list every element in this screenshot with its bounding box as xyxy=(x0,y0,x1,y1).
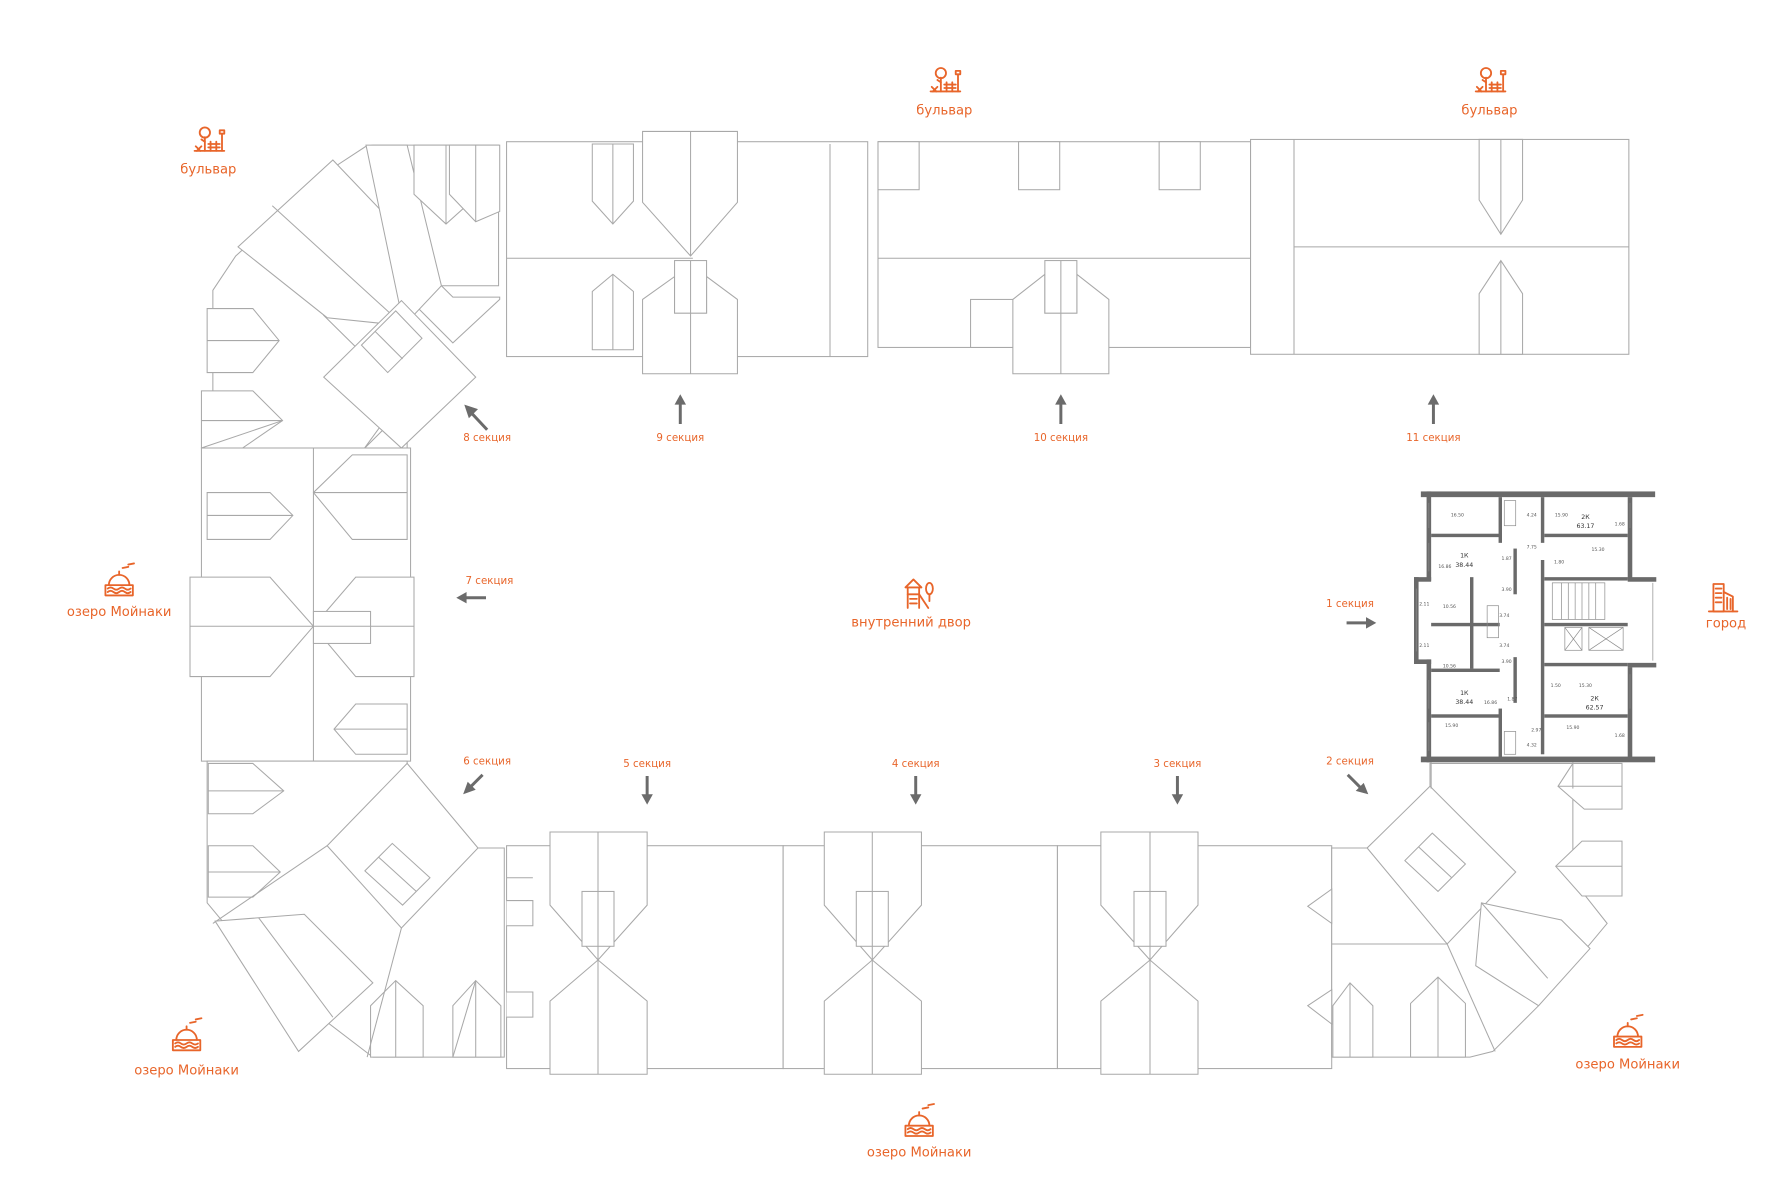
section-label: 4 секция xyxy=(892,758,940,770)
landmark-courtyard: внутренний двор xyxy=(851,578,971,630)
section-label: 10 секция xyxy=(1034,432,1088,444)
room-area: 16.86 xyxy=(1484,700,1497,706)
section-marker-9[interactable]: 9 секция xyxy=(656,394,704,444)
landmark-label: бульвар xyxy=(1461,103,1517,118)
room-area: 15.30 xyxy=(1579,683,1592,689)
building-section-10[interactable] xyxy=(877,141,1252,375)
room-area: 15.30 xyxy=(1591,547,1604,553)
landmark-label: бульвар xyxy=(180,163,236,178)
building-section-6[interactable] xyxy=(206,760,505,1058)
lake-icon xyxy=(904,1103,935,1137)
apt-area-label: 38.44 xyxy=(1455,562,1473,569)
room-area: 1.87 xyxy=(1507,697,1517,703)
section-label: 9 секция xyxy=(656,432,704,444)
room-area: 1.80 xyxy=(1554,559,1564,565)
section-marker-7[interactable]: 7 секция xyxy=(456,575,514,604)
apt-type-label: 1К xyxy=(1460,690,1469,697)
section-label: 5 секция xyxy=(623,758,671,770)
room-area: 2.11 xyxy=(1419,602,1429,608)
section-marker-6[interactable]: 6 секция xyxy=(463,756,511,795)
room-area: 15.90 xyxy=(1566,725,1579,731)
building-section-2[interactable] xyxy=(1306,762,1623,1058)
section-marker-2[interactable]: 2 секция xyxy=(1326,756,1374,795)
apt-type-label: 2К xyxy=(1590,696,1599,703)
landmark-label: озеро Мойнаки xyxy=(867,1146,972,1161)
boulevard-icon xyxy=(193,126,226,152)
apt-type-label: 2К xyxy=(1581,514,1590,521)
room-area: 3.74 xyxy=(1499,613,1509,619)
landmark-boulevard-n2: бульвар xyxy=(1461,67,1517,118)
city-building-icon xyxy=(1707,583,1739,613)
section-label: 2 секция xyxy=(1326,756,1374,768)
landmark-lake-sw: озеро Мойнаки xyxy=(134,1017,239,1078)
building-section-8[interactable] xyxy=(200,144,501,450)
landmark-label: озеро Мойнаки xyxy=(1575,1058,1680,1073)
landmark-boulevard-n1: бульвар xyxy=(916,67,972,118)
playground-icon xyxy=(904,578,934,609)
building-section-4[interactable] xyxy=(782,831,1058,1075)
lake-icon xyxy=(171,1017,203,1052)
room-area: 7.75 xyxy=(1527,545,1537,551)
building-section-9[interactable] xyxy=(506,130,869,375)
building-section-7[interactable] xyxy=(189,447,415,762)
section-marker-10[interactable]: 10 секция xyxy=(1034,394,1088,444)
section-label: 3 секция xyxy=(1154,758,1202,770)
landmark-lake-w: озеро Мойнаки xyxy=(67,562,172,620)
room-area: 16.86 xyxy=(1438,564,1451,570)
room-area: 16.50 xyxy=(1451,513,1464,519)
room-area: 3.90 xyxy=(1501,659,1511,665)
landmark-label: внутренний двор xyxy=(851,615,971,630)
room-area: 4.32 xyxy=(1527,742,1537,748)
room-area: 10.56 xyxy=(1443,604,1456,610)
room-area: 1.50 xyxy=(1551,683,1561,689)
landmark-lake-s: озеро Мойнаки xyxy=(867,1103,972,1161)
lake-icon xyxy=(1613,1013,1644,1048)
landmark-label: озеро Мойнаки xyxy=(67,605,172,620)
room-area: 2.97 xyxy=(1531,727,1541,733)
section-marker-1[interactable]: 1 секция xyxy=(1326,598,1377,629)
apt-area-label: 62.57 xyxy=(1586,705,1604,712)
room-area: 1.87 xyxy=(1501,556,1511,562)
landmark-label: озеро Мойнаки xyxy=(134,1063,239,1078)
landmark-label: город xyxy=(1706,616,1746,631)
building-section-5[interactable] xyxy=(506,831,784,1075)
building-section-3[interactable] xyxy=(1056,831,1333,1075)
section-marker-8[interactable]: 8 секция xyxy=(463,404,511,445)
section-marker-4[interactable]: 4 секция xyxy=(892,758,940,805)
floor-plan-section-1[interactable]: 2К 63.17 1К 38.44 1К 38.44 2К 62.57 16.5… xyxy=(1414,491,1657,789)
boulevard-icon xyxy=(1474,67,1507,93)
section-marker-11[interactable]: 11 секция xyxy=(1406,394,1461,444)
apt-area-label: 63.17 xyxy=(1576,523,1594,530)
room-area: 3.74 xyxy=(1499,643,1509,649)
landmark-label: бульвар xyxy=(916,103,972,118)
apt-type-label: 1К xyxy=(1460,553,1469,560)
section-marker-5[interactable]: 5 секция xyxy=(623,758,671,805)
room-area: 4.24 xyxy=(1527,513,1537,519)
landmark-boulevard-nw: бульвар xyxy=(180,126,236,178)
room-area: 1.68 xyxy=(1615,733,1625,739)
room-area: 2.11 xyxy=(1419,643,1429,649)
landmark-lake-se: озеро Мойнаки xyxy=(1575,1013,1680,1073)
landmark-city: город xyxy=(1706,583,1746,631)
section-label: 1 секция xyxy=(1326,598,1374,610)
room-area: 1.68 xyxy=(1615,522,1625,528)
section-label: 7 секция xyxy=(466,575,514,587)
section-marker-3[interactable]: 3 секция xyxy=(1154,758,1202,805)
boulevard-icon xyxy=(929,67,962,93)
room-area: 10.56 xyxy=(1443,663,1456,669)
apt-area-label: 38.44 xyxy=(1455,699,1473,706)
section-label: 11 секция xyxy=(1406,432,1460,444)
room-area: 3.90 xyxy=(1501,587,1511,593)
room-area: 15.90 xyxy=(1555,513,1568,519)
room-area: 15.90 xyxy=(1445,723,1458,729)
section-label: 8 секция xyxy=(463,432,511,444)
lake-icon xyxy=(104,562,135,597)
section-label: 6 секция xyxy=(463,756,511,768)
building-section-11[interactable] xyxy=(1250,138,1630,355)
